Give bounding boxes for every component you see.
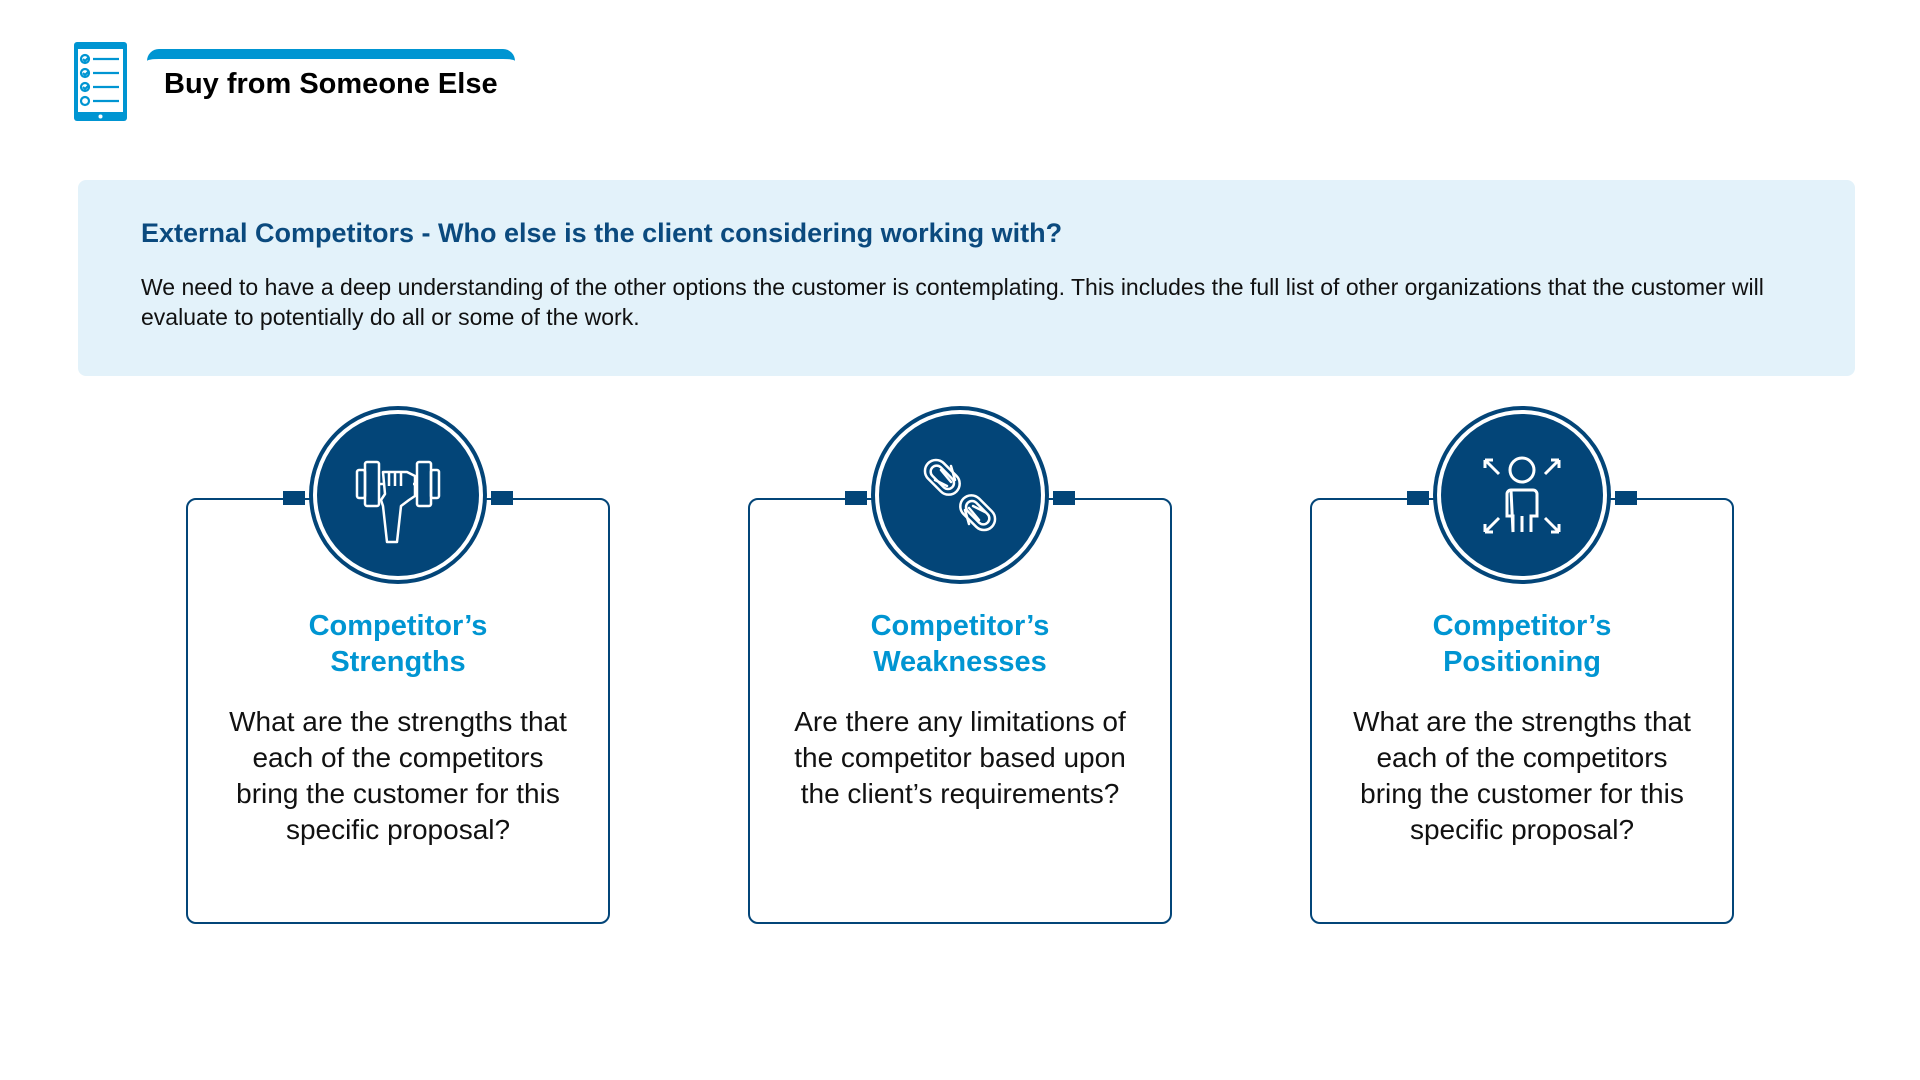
card-body-text: Are there any limitations of the competi…: [794, 706, 1126, 809]
card-connector: [845, 491, 1075, 505]
card-title-line: Competitor’s: [308, 610, 488, 642]
card-body: What are the strengths that each of the …: [186, 704, 610, 848]
card-title-line: Strengths: [330, 646, 466, 678]
title-tab-accent: [147, 49, 515, 119]
intro-panel: [78, 180, 1855, 376]
card-body: What are the strengths that each of the …: [1310, 704, 1734, 848]
card-connector: [283, 491, 513, 505]
card-title-line: Competitor’s: [1432, 610, 1612, 642]
card-body-text: What are the strengths that each of the …: [1353, 706, 1691, 845]
card-title: Competitor’s Positioning: [1310, 608, 1734, 680]
positioning-badge: [1441, 414, 1603, 576]
page-title: Buy from Someone Else: [164, 68, 498, 100]
card-body-text: What are the strengths that each of the …: [229, 706, 567, 845]
intro-heading: External Competitors - Who else is the c…: [141, 218, 1063, 248]
card-title: Competitor’s Strengths: [186, 608, 610, 680]
card-connector: [1407, 491, 1637, 505]
checklist-tablet-icon: [74, 42, 127, 121]
person-expand-icon: [1483, 456, 1561, 534]
weaknesses-badge: [879, 414, 1041, 576]
dumbbell-icon: [355, 460, 441, 544]
card-title-line: Positioning: [1443, 646, 1601, 678]
strengths-badge: [317, 414, 479, 576]
card-body: Are there any limitations of the competi…: [748, 704, 1172, 812]
intro-body: We need to have a deep understanding of …: [141, 274, 1764, 330]
card-title-line: Weaknesses: [873, 646, 1047, 678]
broken-chain-icon: [923, 458, 997, 532]
card-title: Competitor’s Weaknesses: [748, 608, 1172, 680]
card-title-line: Competitor’s: [870, 610, 1050, 642]
